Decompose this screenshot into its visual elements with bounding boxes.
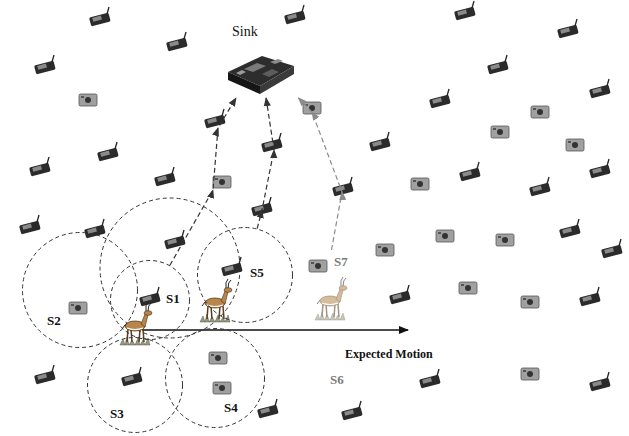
multihop-route [257,98,274,229]
sensor-icon [19,215,41,234]
sensor-icon [557,19,579,38]
sensor-icon [579,287,601,306]
node-label: S1 [166,292,180,307]
node-label: S3 [110,407,124,422]
circle-outline [111,261,190,340]
circle-outline [197,227,293,323]
circle-outline [88,338,183,433]
sensor-icon [121,367,143,386]
sensor-icon [257,399,279,418]
multihop-route [170,98,236,265]
sensor-node: S7 [306,250,353,272]
sensor-icon [213,382,231,394]
sensor-icon [454,1,476,20]
sensor-icon [69,302,87,314]
sensor-icon [164,230,186,249]
sensor-icon [261,133,283,152]
sensor-icon [369,132,391,151]
sensor-icon [521,368,539,380]
node-label: S7 [334,255,348,270]
node-label: Sink [232,24,258,40]
sensor-icon [559,219,581,238]
circle-outline [22,232,138,348]
sensing-range-circle: S2 [22,232,138,348]
sensor-icon [34,55,56,74]
sensor-icon [496,234,514,246]
sensing-range-circle [100,198,240,338]
node-label: S5 [250,266,264,281]
sensor-icon [34,365,56,384]
circle-outline [166,329,265,428]
sensor-icon [284,5,306,24]
node-label: S4 [224,401,238,416]
sensor-icon [429,89,451,108]
sensor-icon [204,109,226,128]
circle-outline [87,337,183,433]
sensor-icon [251,197,273,216]
sensing-range-circle: S3 [87,337,183,433]
sensing-range-circle: S4 [165,328,265,428]
sensor-icon [213,176,231,188]
sensor-icon [566,139,584,151]
gazelle-figure [315,277,347,320]
sensor-icon [521,296,539,308]
sink-device [228,56,294,94]
node-label: S2 [47,314,61,329]
sensor-icon [209,352,227,364]
sensor-icon [601,239,623,258]
sensor-icon [459,162,481,181]
sensor-icon [589,372,611,391]
sensor-icon [411,178,429,190]
sensor-icon [166,32,188,51]
multihop-route [299,98,342,250]
sensor-icon [79,94,97,106]
sensor-icon [29,157,51,176]
sensor-icon [154,167,176,186]
sensor-icon [436,230,454,242]
sink-node: Sink [220,18,300,98]
circle-outline [198,228,293,323]
sensor-icon [97,142,119,161]
sensing-range-circle: S5 [197,227,293,323]
motion-label: Expected Motion [345,348,433,362]
sensor-label: S6 [330,373,344,388]
sensor-icon [89,7,111,26]
sensor-icon [376,244,394,256]
circle-outline [165,328,265,428]
sensor-icon [419,369,441,388]
sensor-icon [589,79,611,98]
sensor-icon [529,177,551,196]
sensing-range-circle: S1 [110,260,190,340]
sensor-icon [332,177,354,196]
motion-arrow [142,329,408,330]
sensor-icon [491,126,509,138]
sensor-icon [309,260,327,272]
sensor-icon [389,285,411,304]
sensor-icon [341,401,363,420]
sensor-icon [84,219,106,238]
sensor-icon [487,55,509,74]
sensor-icon [221,257,243,276]
sensor-icon [459,282,477,294]
sensor-icons [19,1,623,420]
sensor-icon [531,106,549,118]
circle-outline [23,233,138,348]
sensor-icon [589,159,611,178]
